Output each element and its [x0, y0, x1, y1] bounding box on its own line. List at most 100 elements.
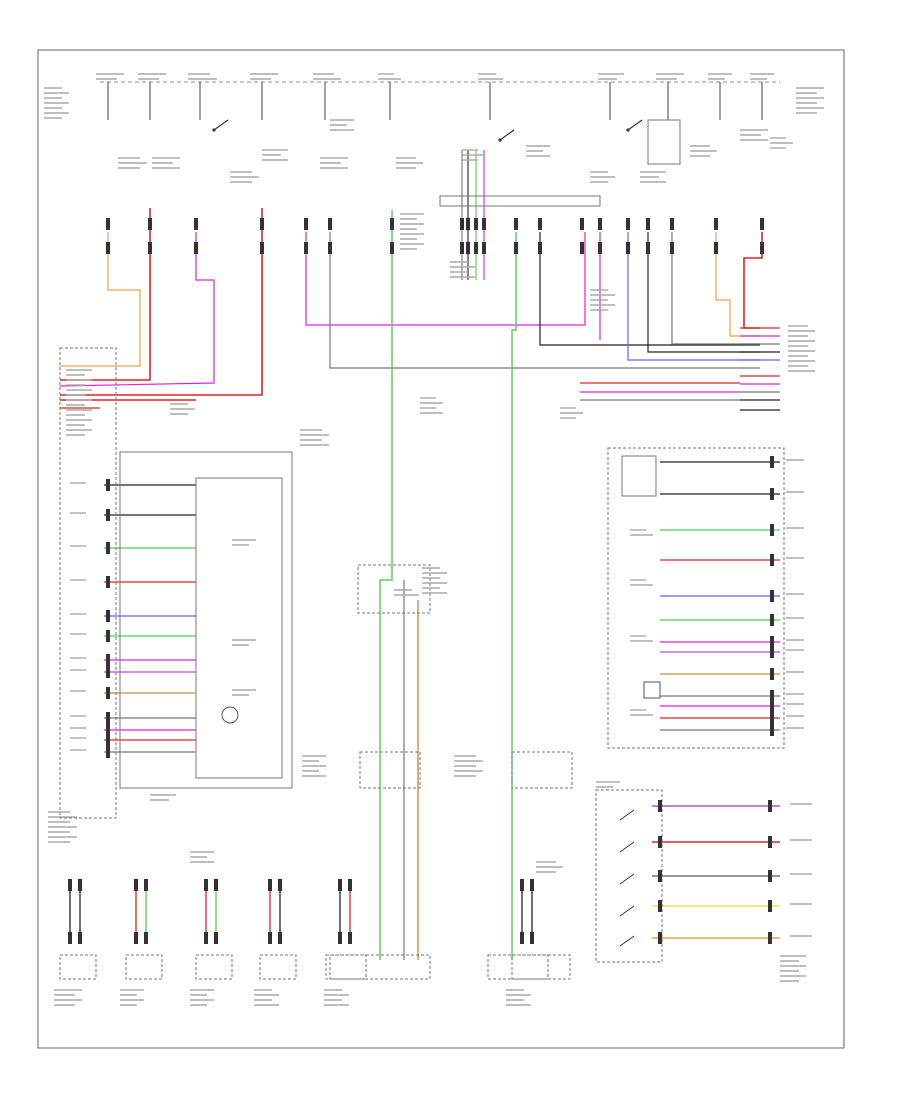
top-connector-pin — [670, 218, 674, 230]
lower-connector-pin — [390, 242, 394, 254]
switch-symbol — [619, 873, 635, 885]
bottom-group-pin — [268, 879, 272, 891]
green-wire — [379, 210, 393, 960]
bottom-group-pin — [268, 932, 272, 944]
lower-connector-pin — [474, 242, 478, 254]
bottom-group-pin — [144, 879, 148, 891]
red-wire — [60, 208, 151, 381]
orange-wire — [715, 232, 760, 337]
lower-connector-pin — [598, 242, 602, 254]
top-connector-pin — [460, 218, 464, 230]
bottom-connector-box — [329, 954, 367, 980]
lower-connector-pin — [106, 242, 110, 254]
top-connector-pin — [390, 218, 394, 230]
bottom-connector-box — [125, 954, 163, 980]
lower-connector-pin — [626, 242, 630, 254]
black-bus-wire — [539, 232, 760, 346]
left-module-connector — [59, 347, 117, 819]
bottom-group-pin — [278, 879, 282, 891]
sensor-symbol — [643, 681, 661, 699]
bottom-group-pin — [204, 932, 208, 944]
bottom-group-pin — [338, 932, 342, 944]
switch-pivot — [626, 128, 630, 132]
left-module-inner — [195, 477, 283, 779]
right-module-pin — [770, 524, 774, 536]
green-wire — [511, 232, 517, 960]
bottom-group-pin — [134, 879, 138, 891]
bottom-connector-box — [195, 954, 233, 980]
right-module-pin — [770, 646, 774, 658]
right-sensor-box — [621, 455, 657, 497]
lower-connector-pin — [538, 242, 542, 254]
switch-symbol — [619, 905, 635, 917]
gray-bus-wire — [329, 232, 760, 369]
top-connector-pin — [474, 218, 478, 230]
left-module-pin — [106, 509, 110, 521]
bottom-right-pin — [658, 932, 662, 944]
bottom-right-pin — [768, 870, 772, 882]
switch-pivot — [212, 128, 216, 132]
left-module-pin — [106, 654, 110, 666]
lower-connector-pin — [482, 242, 486, 254]
labels-layer — [44, 73, 824, 1006]
red-wire — [60, 208, 263, 396]
bottom-connector-box — [325, 954, 431, 980]
top-connector-pin — [466, 218, 470, 230]
top-connector-pin — [482, 218, 486, 230]
bottom-group-pin — [144, 932, 148, 944]
switch-symbol — [619, 935, 635, 947]
lower-connector-pin — [670, 242, 674, 254]
lower-connector-pin — [194, 242, 198, 254]
pink-bus-wire — [305, 232, 586, 326]
junction-connector — [511, 751, 573, 789]
bottom-group-pin — [530, 932, 534, 944]
right-module-pin — [770, 636, 774, 648]
bottom-right-pin — [658, 870, 662, 882]
bottom-group-pin — [78, 932, 82, 944]
left-module-pin — [106, 610, 110, 622]
top-connector-pin — [760, 218, 764, 230]
switch-symbol — [619, 841, 635, 853]
bottom-group-pin — [68, 879, 72, 891]
left-module-body — [119, 451, 293, 789]
bottom-group-pin — [530, 879, 534, 891]
switch-symbol — [213, 119, 229, 131]
bottom-connector-box — [511, 954, 549, 980]
bottom-right-pin — [658, 836, 662, 848]
bottom-group-pin — [68, 932, 72, 944]
bottom-group-pin — [520, 879, 524, 891]
right-module-pin — [770, 590, 774, 602]
right-module-pin — [770, 554, 774, 566]
lower-connector-pin — [580, 242, 584, 254]
left-module-pin — [106, 542, 110, 554]
bottom-right-pin — [658, 800, 662, 812]
bottom-connector-box — [259, 954, 297, 980]
right-module-pin — [770, 456, 774, 468]
left-module-pin — [106, 746, 110, 758]
right-module-body — [607, 447, 785, 749]
lower-connector-pin — [260, 242, 264, 254]
top-connector-pin — [106, 218, 110, 230]
top-connector-pin — [580, 218, 584, 230]
lower-connector-pin — [460, 242, 464, 254]
bottom-group-pin — [520, 932, 524, 944]
left-module-pin — [106, 479, 110, 491]
bottom-group-pin — [204, 879, 208, 891]
left-module-pin — [106, 630, 110, 642]
right-module-pin — [770, 690, 774, 702]
bottom-connector-box — [59, 954, 97, 980]
sensor-symbol — [221, 706, 239, 724]
left-module-pin — [106, 666, 110, 678]
lower-connector-pin — [148, 242, 152, 254]
bottom-group-pin — [134, 932, 138, 944]
junction-connector — [359, 751, 421, 789]
left-module-pin — [106, 734, 110, 746]
bottom-group-pin — [348, 879, 352, 891]
lower-connector-pin — [304, 242, 308, 254]
connector-strip — [439, 195, 601, 207]
lower-connector-pin — [646, 242, 650, 254]
lower-connector-pin — [466, 242, 470, 254]
lower-connector-pin — [514, 242, 518, 254]
blue-wire — [627, 232, 760, 361]
